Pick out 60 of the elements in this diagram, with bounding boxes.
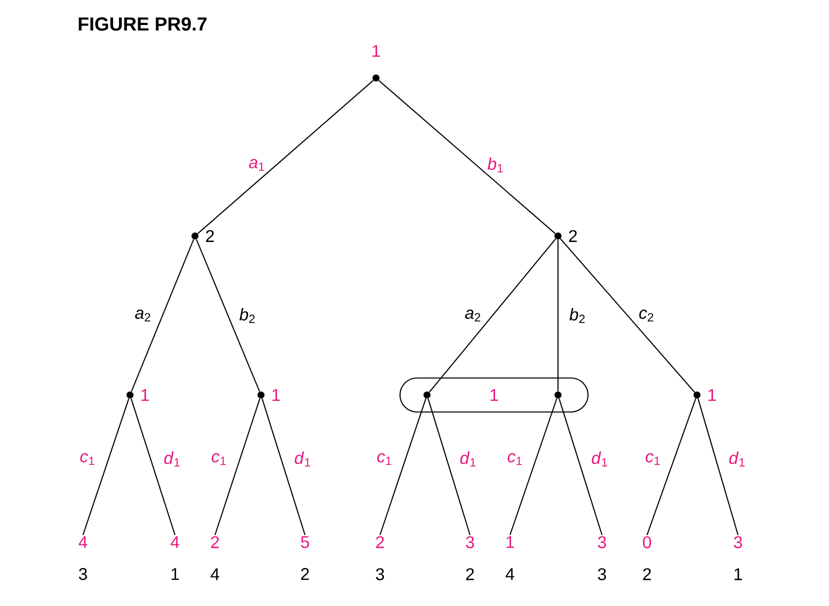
payoff-pair: 1 4 bbox=[506, 536, 514, 580]
action-label: c$_{1}$ bbox=[644, 452, 662, 466]
branch bbox=[558, 398, 603, 536]
player-label: 1 bbox=[142, 389, 149, 401]
payoff-pair: 4 3 bbox=[78, 536, 88, 580]
branch bbox=[646, 398, 696, 536]
decision-node bbox=[192, 232, 198, 240]
branch bbox=[428, 398, 471, 536]
payoff-pair: 3 2 bbox=[466, 536, 474, 580]
player-label: 2 bbox=[569, 230, 577, 242]
action-label: b$_{2}$ bbox=[238, 307, 257, 324]
decision-node bbox=[372, 74, 380, 82]
player-label: 1 bbox=[708, 389, 716, 401]
branch bbox=[130, 398, 176, 536]
action-label: b$_{1}$ bbox=[486, 156, 505, 174]
decision-node bbox=[126, 392, 134, 398]
branch bbox=[698, 398, 739, 536]
action-label: c$_{1}$ bbox=[506, 452, 524, 466]
action-label: a$_{2}$ bbox=[134, 308, 152, 322]
action-label: d$_{1}$ bbox=[293, 450, 312, 468]
decision-node bbox=[554, 232, 562, 240]
decision-node bbox=[258, 392, 264, 398]
information-set: 1 bbox=[399, 377, 589, 413]
action-label: c$_{2}$ bbox=[638, 308, 656, 322]
action-label: c$_{1}$ bbox=[376, 452, 394, 466]
action-label: c$_{1}$ bbox=[210, 452, 228, 466]
action-label: c$_{1}$ bbox=[78, 452, 96, 466]
payoff-pair: 4 1 bbox=[170, 536, 180, 580]
action-label: d$_{1}$ bbox=[728, 450, 747, 468]
action-label: b$_{2}$ bbox=[568, 307, 587, 324]
action-label: d$_{1}$ bbox=[590, 450, 610, 468]
action-label: d$_{1}$ bbox=[458, 450, 478, 468]
payoff-pair: 3 3 bbox=[598, 536, 606, 580]
branch bbox=[379, 398, 426, 536]
player-label: 1 bbox=[272, 389, 280, 401]
branch bbox=[560, 238, 695, 393]
figure-title: FIGURE PR9.7 bbox=[78, 17, 207, 31]
decision-node bbox=[424, 392, 430, 398]
action-label: a$_{1}$ bbox=[248, 158, 266, 172]
payoff-pair: 0 2 bbox=[642, 536, 652, 580]
payoff-pair: 3 1 bbox=[734, 536, 742, 580]
branch bbox=[130, 239, 194, 392]
branch bbox=[82, 398, 130, 536]
branch bbox=[428, 238, 556, 392]
action-label: a$_{2}$ bbox=[464, 308, 482, 322]
branch bbox=[262, 398, 306, 536]
player-label: 1 bbox=[372, 45, 380, 57]
payoff-pair: 2 3 bbox=[376, 536, 384, 580]
decision-node bbox=[554, 392, 562, 398]
branch bbox=[214, 398, 260, 536]
branch bbox=[196, 239, 260, 392]
action-label: d$_{1}$ bbox=[162, 450, 182, 468]
payoff-pair: 2 4 bbox=[210, 536, 220, 580]
branch bbox=[509, 398, 558, 536]
decision-node bbox=[694, 392, 700, 398]
payoff-pair: 5 2 bbox=[300, 536, 310, 580]
branch bbox=[557, 240, 559, 392]
player-label: 2 bbox=[206, 230, 214, 242]
branch bbox=[197, 80, 374, 234]
branch bbox=[378, 80, 556, 234]
